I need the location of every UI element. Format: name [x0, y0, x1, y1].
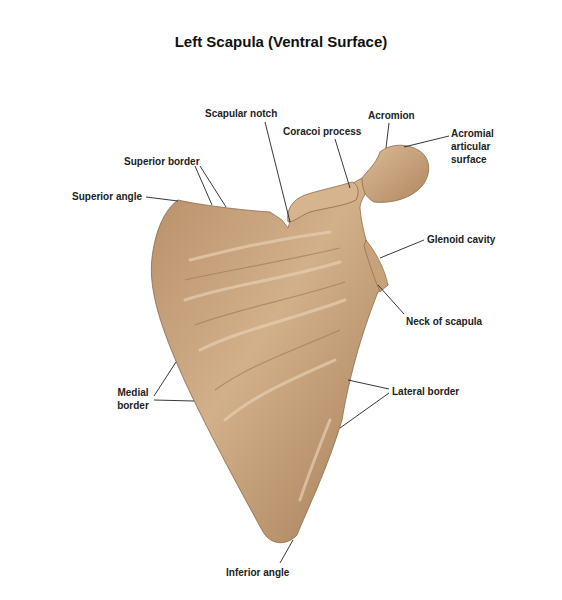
superior-angle-label: Superior angle [72, 190, 142, 203]
medial-border-label: Medial border [112, 386, 154, 412]
acromion [362, 145, 429, 202]
coracoid-process [288, 182, 358, 222]
superior-border-label: Superior border [124, 155, 200, 168]
glenoid-label: Glenoid cavity [427, 233, 495, 246]
coracoid-label: Coracoi process [283, 125, 361, 138]
diagram-title: Left Scapula (Ventral Surface) [0, 33, 562, 50]
glenoid-cavity [364, 240, 388, 292]
articular-surface-label: Acromial articular surface [451, 127, 503, 166]
leader-lines [146, 122, 449, 563]
acromion-label: Acromion [368, 109, 415, 122]
scapular-notch-label: Scapular notch [205, 107, 277, 120]
inferior-angle-label: Inferior angle [226, 566, 289, 579]
lateral-border-label: Lateral border [392, 385, 459, 398]
neck-label: Neck of scapula [406, 315, 482, 328]
fossa-ridges [185, 232, 345, 500]
scapula-body [151, 178, 388, 543]
